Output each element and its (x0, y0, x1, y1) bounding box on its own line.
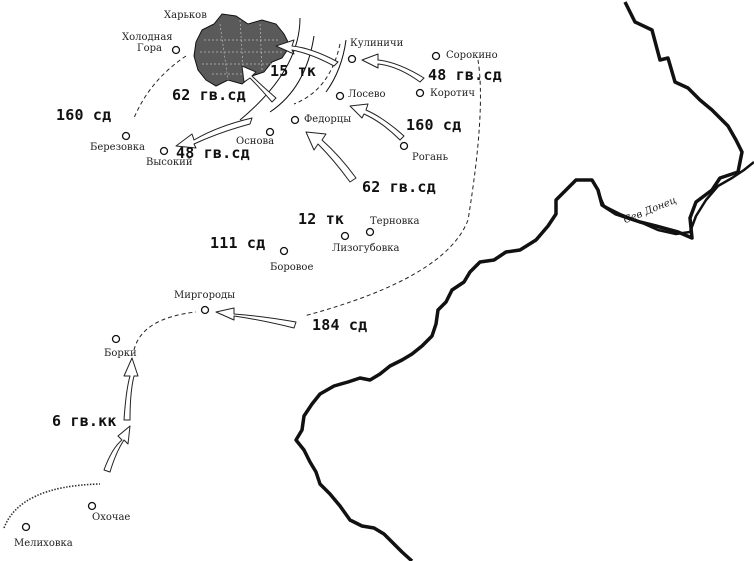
unit-6gvkk: 6 гв.кк (52, 412, 117, 430)
route-borki (133, 311, 197, 351)
unit-15tk: 15 тк (270, 62, 317, 80)
label-mirgorody: Миргороды (174, 290, 236, 301)
arrow-62gvsd-bottom (305, 131, 357, 183)
route-160sd-left (133, 55, 187, 119)
marker-okhochae (87, 501, 97, 511)
unit-184sd: 184 сд (312, 316, 368, 334)
marker-kholodnaya-gora (171, 45, 181, 55)
marker-korotich (415, 88, 425, 98)
arrow-62gvsd-top (241, 65, 277, 103)
label-ternovka: Терновка (370, 216, 420, 227)
marker-borki (111, 334, 121, 344)
marker-melikhovka (21, 522, 31, 532)
unit-160sd-right: 160 сд (406, 116, 462, 134)
unit-48gvsd-left: 48 гв.сд (176, 144, 250, 162)
arrow-184sd (215, 307, 297, 329)
front-line-2 (269, 35, 315, 113)
river-donets (596, 161, 754, 236)
label-kholodnaya-gora: Холодная Гора (122, 32, 173, 54)
arrow-6gvkk-upper (123, 357, 139, 421)
label-fedortsy: Федорцы (304, 114, 352, 125)
label-losevo: Лосево (348, 89, 386, 100)
front-line-dashed (293, 43, 341, 105)
marker-mirgorody (200, 305, 210, 315)
marker-vysokiy (159, 146, 169, 156)
label-vysokiy: Высокий (146, 157, 193, 168)
label-lizogubovka: Лизогубовка (332, 243, 400, 254)
label-osnova: Основа (236, 136, 275, 147)
marker-rogan (399, 141, 409, 151)
label-sorokino: Сорокино (446, 50, 498, 61)
arrow-15tk (275, 39, 339, 67)
arrow-48gvsd-left (175, 117, 253, 149)
unit-62gvsd-top: 62 гв.сд (172, 86, 246, 104)
border-line (294, 1, 744, 561)
label-kulinichi: Кулиничи (350, 38, 404, 49)
arrow-160sd-right (349, 103, 405, 141)
arrow-6gvkk-lower (103, 425, 131, 473)
unit-111sd: 111 сд (210, 234, 266, 252)
label-berezovka: Березовка (90, 142, 145, 153)
label-rogan: Рогань (412, 152, 449, 163)
route-6gvkk-dotted (3, 483, 101, 529)
marker-borovoe (279, 246, 289, 256)
label-borovoe: Боровое (270, 262, 314, 273)
unit-12tk: 12 тк (298, 210, 345, 228)
label-melikhovka: Мелиховка (14, 538, 73, 549)
marker-kulinichi (347, 54, 357, 64)
unit-160sd-left: 160 сд (56, 106, 112, 124)
marker-losevo (335, 91, 345, 101)
marker-osnova (265, 127, 275, 137)
marker-fedortsy (290, 115, 300, 125)
city-texture (200, 19, 284, 83)
unit-48gvsd-right: 48 гв.сд (428, 66, 502, 84)
arrow-48gvsd-right (361, 53, 425, 83)
route-184sd (303, 59, 481, 317)
marker-berezovka (121, 131, 131, 141)
label-korotich: Коротич (430, 88, 475, 99)
front-line-3 (325, 39, 347, 93)
marker-lizogubovka (340, 231, 350, 241)
marker-ternovka (365, 227, 375, 237)
label-borki: Борки (104, 348, 137, 359)
unit-62gvsd-bottom: 62 гв.сд (362, 178, 436, 196)
marker-sorokino (431, 51, 441, 61)
front-line-1 (239, 17, 301, 121)
kharkov-city (193, 13, 291, 87)
label-okhochae: Охочае (92, 512, 131, 523)
label-kharkov: Харьков (164, 10, 207, 21)
